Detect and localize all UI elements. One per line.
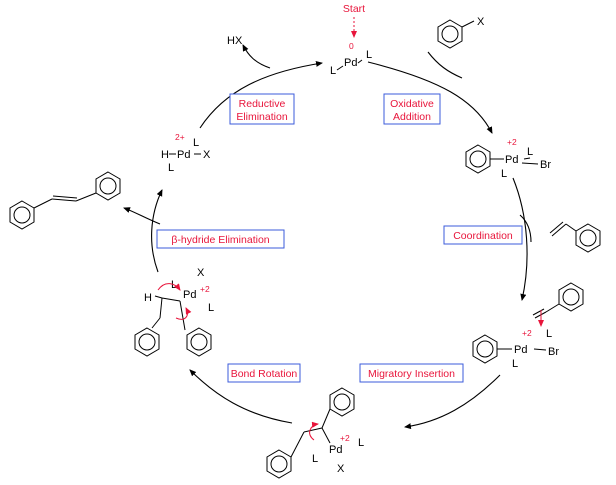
bond-rotation-label: Bond Rotation: [231, 368, 298, 380]
alkyl-pd-ligand-a: L: [358, 437, 364, 449]
oxidative-adduct-ligand-a: L: [527, 146, 533, 158]
insertion-complex-metal: Pd: [514, 344, 527, 356]
beta-complex-ring-b: [186, 327, 212, 357]
pd0-ligand-b: L: [330, 65, 336, 77]
oxidative-adduct-ligand-b: L: [501, 168, 507, 180]
hydrido-pd-oxstate: 2+: [175, 132, 185, 142]
alkyl-pd-ligand-b: L: [312, 453, 318, 465]
reductive-elimination-line1: Reductive: [239, 98, 286, 110]
beta-hydride-complex: L X Pd +2 L H: [134, 267, 214, 357]
beta-hydride-elimination-label: β-hydride Elimination: [171, 234, 269, 246]
insertion-complex-ring-b: [472, 334, 498, 364]
hydrido-pd-ligand-b: L: [168, 162, 174, 174]
beta-complex-hydrogen: H: [144, 292, 152, 304]
step-oxidative-addition: Oxidative Addition: [383, 93, 441, 125]
oxidative-addition-line1: Oxidative: [390, 98, 434, 110]
alkyl-pd-halide: X: [337, 463, 345, 475]
hydrido-pd-species: 2+ H Pd L X L: [161, 132, 211, 174]
hydrido-pd-ligand-a: L: [193, 137, 199, 149]
stilbene-product: [9, 171, 121, 230]
insertion-complex-ligand-b: L: [512, 358, 518, 370]
migratory-insertion-label: Migratory Insertion: [368, 368, 455, 380]
reductive-elimination-line2: Elimination: [236, 111, 288, 123]
styrene: [549, 221, 601, 253]
hydrido-pd-hydrogen: H: [161, 149, 169, 161]
step-coordination: Coordination: [443, 225, 523, 245]
pd0-metal: Pd: [344, 57, 357, 69]
beta-complex-ring-a: [134, 327, 160, 357]
oxidative-adduct-metal: Pd: [505, 154, 518, 166]
step-beta-hydride-elimination: β-hydride Elimination: [156, 229, 285, 249]
oxidative-addition-line2: Addition: [393, 111, 431, 123]
insertion-complex-halide: Br: [548, 346, 559, 358]
insertion-complex-oxstate: +2: [522, 328, 532, 338]
oxidative-adduct-ring: [465, 144, 491, 174]
oxidative-adduct: +2 Pd L Br L: [465, 137, 551, 180]
oxidative-adduct-oxstate: +2: [507, 137, 517, 147]
beta-complex-halide: X: [197, 267, 205, 279]
insertion-complex-ligand-a: L: [546, 328, 552, 340]
hydrido-pd-halide: X: [203, 149, 211, 161]
start-label: Start: [343, 3, 365, 15]
cycle-arrows: [123, 44, 532, 430]
beta-complex-oxstate: +2: [200, 284, 210, 294]
alkyl-pd-ring-a: [329, 387, 355, 417]
insertion-complex: +2 Pd L Br L: [472, 282, 584, 370]
alkyl-pd-oxstate: +2: [340, 433, 350, 443]
oxidative-adduct-halide: Br: [540, 159, 551, 171]
coordination-label: Coordination: [453, 230, 513, 242]
stilbene-ring-b: [95, 171, 121, 201]
step-bond-rotation: Bond Rotation: [227, 363, 301, 383]
step-migratory-insertion: Migratory Insertion: [359, 363, 464, 383]
step-reductive-elimination: Reductive Elimination: [229, 93, 295, 125]
hx-byproduct: HX: [227, 35, 243, 47]
pd0-ligand-a: L: [366, 49, 372, 61]
aryl-halide: X: [437, 16, 485, 49]
beta-complex-ligand-b: L: [208, 302, 214, 314]
start-marker: Start: [343, 3, 365, 38]
pd0-species: 0 Pd L L: [330, 41, 372, 77]
alkyl-pd-metal: Pd: [329, 444, 342, 456]
aryl-halide-x: X: [477, 16, 485, 28]
hydrido-pd-metal: Pd: [177, 149, 190, 161]
alkyl-pd-species: +2 Pd L L X: [266, 387, 364, 479]
insertion-complex-ring-a: [558, 282, 584, 312]
pd0-oxstate: 0: [349, 41, 354, 51]
beta-complex-metal: Pd: [183, 289, 196, 301]
